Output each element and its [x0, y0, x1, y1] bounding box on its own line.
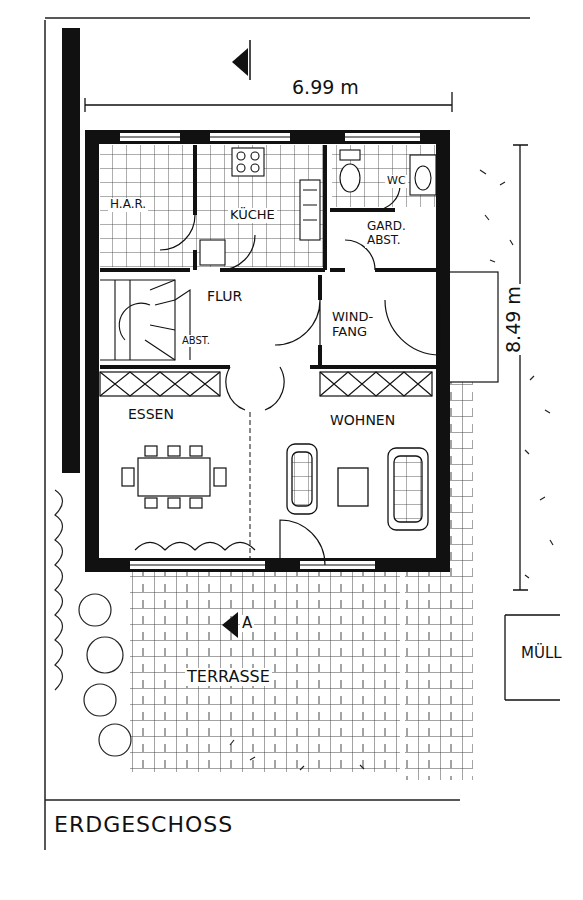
dimension-text: 6.99 m	[290, 77, 361, 99]
area-label: MÜLL	[519, 645, 564, 662]
area-label: TERRASSE	[185, 668, 272, 686]
room-label: WOHNEN	[328, 412, 397, 428]
section-marker: A	[240, 615, 254, 632]
room-label: WC	[385, 175, 408, 188]
room-label: ABST.	[180, 335, 212, 347]
room-label: KÜCHE	[228, 208, 277, 223]
room-label: H.A.R.	[108, 198, 148, 212]
room-label: ESSEN	[126, 406, 176, 422]
dimension-text: 8.49 m	[503, 284, 525, 355]
room-label: FLUR	[205, 288, 244, 304]
room-label: WIND- FANG	[330, 310, 382, 340]
plan-caption: ERDGESCHOSS	[52, 812, 235, 837]
room-label: GARD. ABST.	[365, 220, 415, 248]
